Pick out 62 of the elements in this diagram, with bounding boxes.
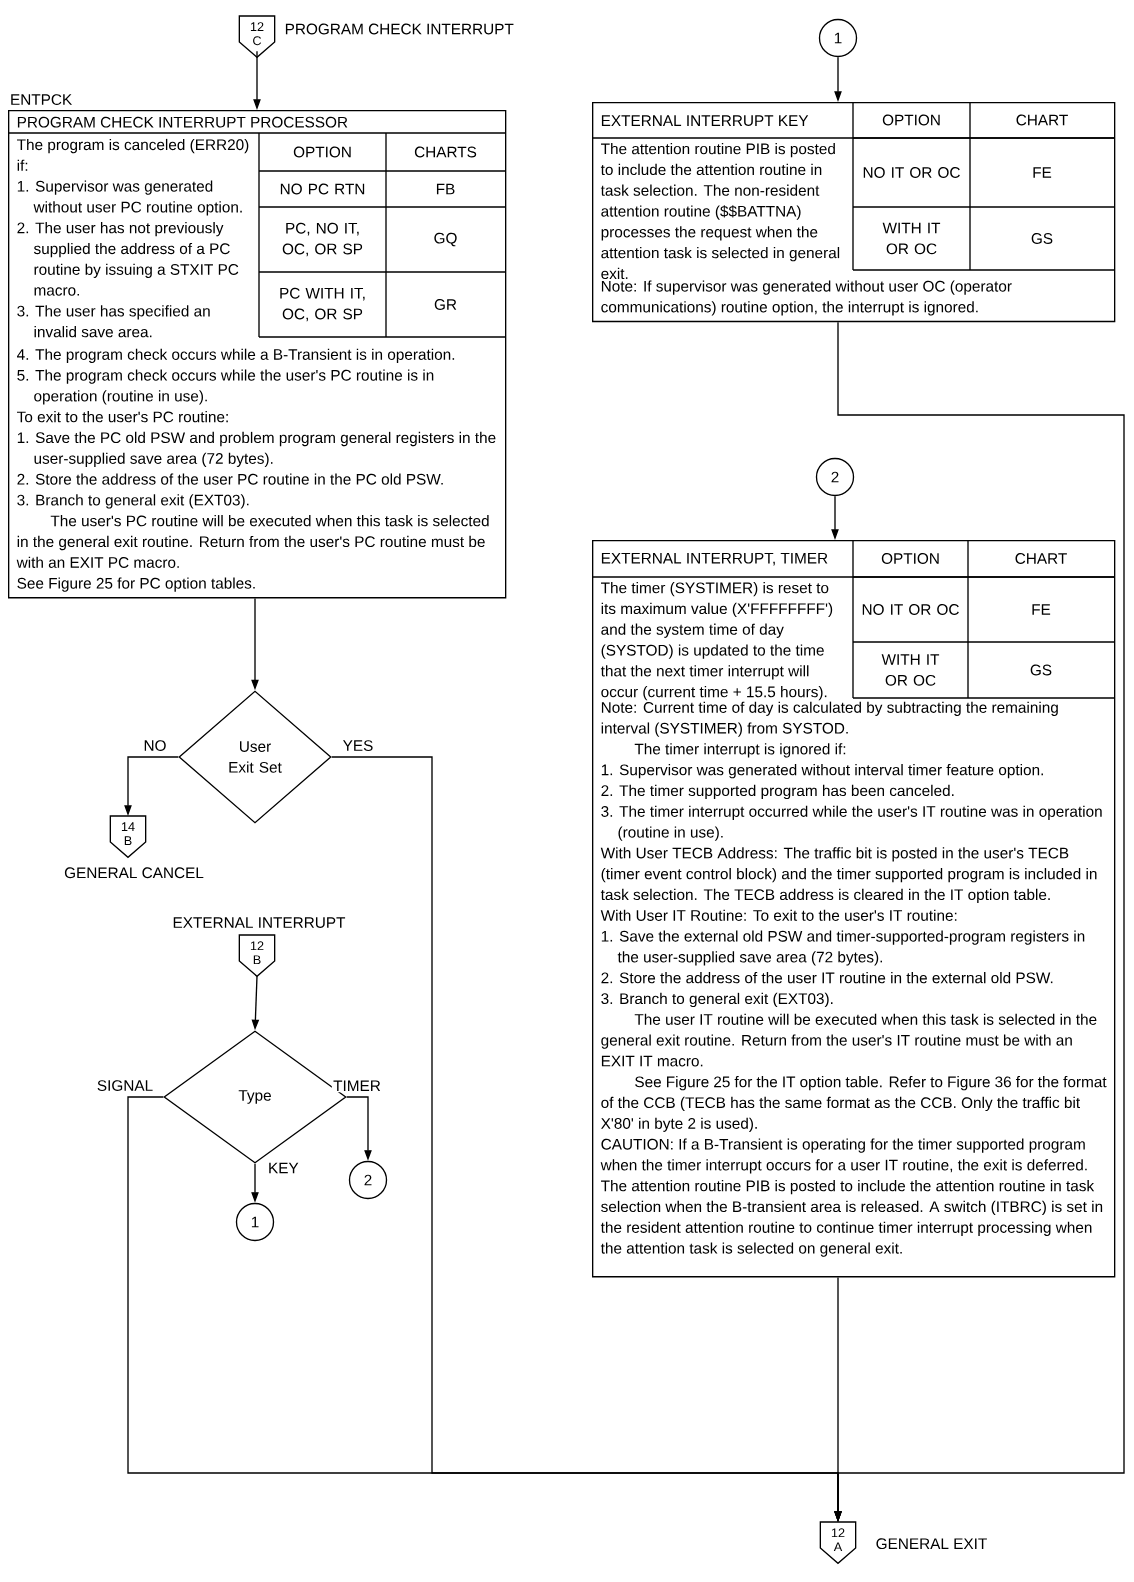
node-label: The user IT routine will be executed when this task is selected in the general exit routine. Return from the user's IT routine must be with an EXIT IT macro. xyxy=(601,1013,1097,1067)
node-label: Note: Current time of day is calculated by subtracting the remaining interval (SYSTIMER) from SYSTOD. xyxy=(601,701,1058,737)
edge-label: SIGNAL xyxy=(95,1078,155,1093)
table-cell: OPTION xyxy=(293,146,351,158)
table-cell: GS xyxy=(1031,233,1053,244)
table-cell: GR xyxy=(434,299,457,310)
table-cell: WITH IT OR OC xyxy=(881,654,940,686)
node-label: 2. The timer supported program has been canceled. xyxy=(601,784,954,800)
node-label: See Figure 25 for PC option tables. xyxy=(17,577,255,592)
node-label: 5. The program check occurs while the user's PC routine is in operation (routine in use). xyxy=(17,369,434,405)
connector-label: GENERAL EXIT xyxy=(876,1538,987,1550)
edge-label: YES xyxy=(341,738,375,753)
node-label: With User TECB Address: The traffic bit is posted in the user's TECB (timer event control block) and the timer supported program is included in task selection. The TECB address is cleared in the IT option table. xyxy=(600,847,1097,904)
table-cell: GQ xyxy=(434,232,457,247)
node-label: The program is canceled (ERR20) if: xyxy=(17,138,249,171)
node-label: 3. Branch to general exit (EXT03). xyxy=(17,494,249,509)
node-label: The timer (SYSTIMER) is reset to its maximum value (X'FFFFFFFF') and the system time of day (SYSTOD) is updated to the time that the next timer interrupt will occur (current time + 15.5 hours). xyxy=(600,582,833,701)
node-label: 3. The timer interrupt occurred while the user's IT routine was in operation (routine in use). xyxy=(601,805,1102,841)
table-cell: NO IT OR OC xyxy=(862,604,959,615)
table-cell: CHART xyxy=(1015,553,1067,564)
table-cell: CHART xyxy=(1016,114,1068,126)
off-page-connector: 14 B xyxy=(109,815,147,859)
table-cell: FB xyxy=(436,183,455,195)
table-cell: PC WITH IT, OC, OR SP xyxy=(280,287,365,322)
node-label: CAUTION: If a B-Transient is operating for the timer supported program when the timer interrupt occurs for a user IT routine, the exit is deferred. The attention routine PIB is posted to include the attention routine in task selection when the B-transient area is released. A switch (ITBRC) is set in the resident attention routine to continue timer interrupt processing when the attention task is selected on general exit. xyxy=(600,1138,1103,1257)
table-cell: FE xyxy=(1033,167,1052,178)
table-cell: NO PC RTN xyxy=(280,183,365,195)
node-label: 1. Save the PC old PSW and problem program general registers in the user-supplied save area (72 bytes). xyxy=(17,431,496,467)
table-cell: PC, NO IT, OC, OR SP xyxy=(282,222,363,257)
node-label: 2. Store the address of the user PC routine in the PC old PSW. xyxy=(17,473,443,485)
table-cell: OPTION xyxy=(881,553,939,564)
connector-label: GENERAL CANCEL xyxy=(64,867,204,879)
node-label: 2. The user has not previously supplied the address of a PC routine by issuing a STXIT PC macro. xyxy=(17,222,239,296)
table-cell: OPTION xyxy=(882,114,940,126)
node-label: To exit to the user's PC routine: xyxy=(17,411,228,423)
node-label: 1. Supervisor was generated without user PC routine option. xyxy=(17,180,242,216)
off-page-connector: 12 A xyxy=(819,1521,857,1565)
connector-label: ENTPCK xyxy=(11,94,72,105)
node-label: See Figure 25 for the IT option table. Refer to Figure 36 for the format of the CCB (TECB has the same format as the CCB. Only the traffic bit X'80' in byte 2 is used). xyxy=(601,1076,1107,1132)
node-label: EXTERNAL INTERRUPT, TIMER xyxy=(601,552,828,566)
table-cell: FE xyxy=(1032,604,1051,615)
node-label: 3. The user has specified an invalid save area. xyxy=(17,305,210,338)
node-label: The user's PC routine will be executed when this task is selected in the general exit routine. Return from the user's PC routine must be with an EXIT PC macro. xyxy=(16,515,489,568)
node-label: 1. Supervisor was generated without interval timer feature option. xyxy=(601,764,1043,779)
node-label: 3. Branch to general exit (EXT03). xyxy=(601,992,833,1008)
node-label: With User IT Routine: To exit to the user's IT routine: xyxy=(600,909,957,921)
node-label: 2. Store the address of the user IT routine in the external old PSW. xyxy=(601,972,1053,984)
connector-label: EXTERNAL INTERRUPT xyxy=(173,917,346,928)
table-cell: GS xyxy=(1030,664,1052,676)
off-page-connector: 12 C xyxy=(238,15,276,59)
edge-label: KEY xyxy=(266,1161,300,1175)
edge-label: NO xyxy=(142,738,168,753)
node-label: The timer interrupt is ignored if: xyxy=(634,743,846,758)
off-page-connector: 12 B xyxy=(238,934,276,978)
table-cell: NO IT OR OC xyxy=(863,167,960,178)
node-label: 4. The program check occurs while a B-Transient is in operation. xyxy=(17,348,455,363)
node-label: PROGRAM CHECK INTERRUPT PROCESSOR xyxy=(17,116,348,128)
table-cell: WITH IT OR OC xyxy=(882,222,941,255)
table-cell: CHARTS xyxy=(414,146,477,158)
node-label: 1. Save the external old PSW and timer-supported-program registers in the user-supplied save area (72 bytes). xyxy=(601,930,1085,966)
connector-label: PROGRAM CHECK INTERRUPT xyxy=(285,23,514,35)
edge-label: TIMER xyxy=(331,1079,383,1093)
